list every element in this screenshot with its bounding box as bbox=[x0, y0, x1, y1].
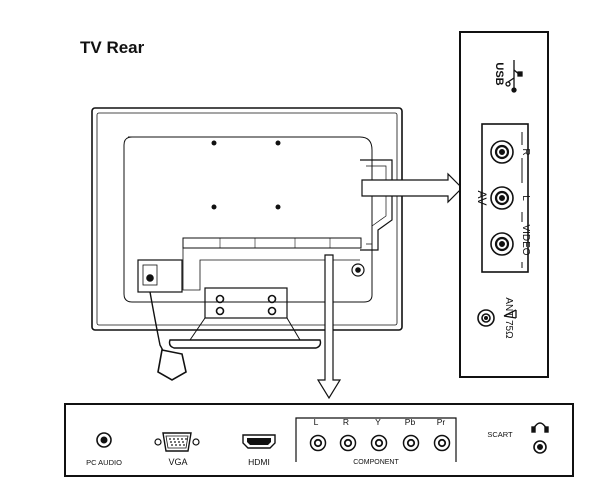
component-bracket bbox=[295, 417, 457, 462]
hdmi-label: HDMI bbox=[248, 457, 270, 467]
hdmi-port[interactable] bbox=[242, 434, 276, 449]
component-jack-pr bbox=[433, 434, 451, 452]
pc-audio-jack[interactable] bbox=[96, 432, 112, 448]
component-port-label: Y bbox=[375, 417, 381, 427]
av-l-jack[interactable] bbox=[490, 186, 514, 210]
av-video-label: VIDEO bbox=[520, 224, 531, 255]
av-r-jack[interactable] bbox=[490, 140, 514, 164]
diagram-title: TV Rear bbox=[80, 38, 145, 57]
av-l-label: L bbox=[520, 195, 531, 201]
arrow-to-side-panel bbox=[361, 172, 463, 204]
component-jacks[interactable] bbox=[309, 434, 451, 452]
tv-body bbox=[91, 107, 403, 381]
antenna-jack[interactable] bbox=[477, 309, 495, 327]
component-port-label: Pb bbox=[405, 417, 416, 427]
arrow-to-bottom-panel bbox=[316, 254, 342, 400]
component-port-label: L bbox=[314, 417, 319, 427]
av-r-label: R bbox=[520, 148, 531, 155]
scart-label: SCART bbox=[487, 430, 513, 439]
bottom-panel: PC AUDIO VGA HDMI COMPONENT L R Y bbox=[64, 403, 574, 477]
pc-audio-label: PC AUDIO bbox=[86, 458, 122, 467]
usb-label: USB bbox=[493, 62, 505, 85]
side-panel: USB R L VIDEO AV bbox=[459, 31, 549, 378]
component-jack-l bbox=[309, 434, 327, 452]
usb-icon bbox=[505, 60, 523, 93]
vga-port[interactable] bbox=[154, 432, 200, 452]
antenna-icon bbox=[503, 309, 517, 319]
vesa-screws bbox=[211, 140, 281, 210]
component-port-labels: L R Y Pb Pr bbox=[314, 417, 446, 427]
callout-arrows bbox=[316, 172, 463, 400]
headphone-icon bbox=[531, 422, 549, 433]
vga-label: VGA bbox=[168, 457, 187, 467]
component-label: COMPONENT bbox=[353, 459, 399, 466]
component-port-label: R bbox=[343, 417, 349, 427]
component-jack-y bbox=[370, 434, 388, 452]
component-jack-pb bbox=[402, 434, 420, 452]
av-group-label: AV bbox=[475, 190, 489, 205]
component-jack-r bbox=[339, 434, 357, 452]
ant-label: ANT 75Ω bbox=[503, 297, 514, 339]
component-port-label: Pr bbox=[437, 417, 446, 427]
headphone-jack[interactable] bbox=[533, 440, 547, 454]
av-video-jack[interactable] bbox=[490, 232, 514, 256]
